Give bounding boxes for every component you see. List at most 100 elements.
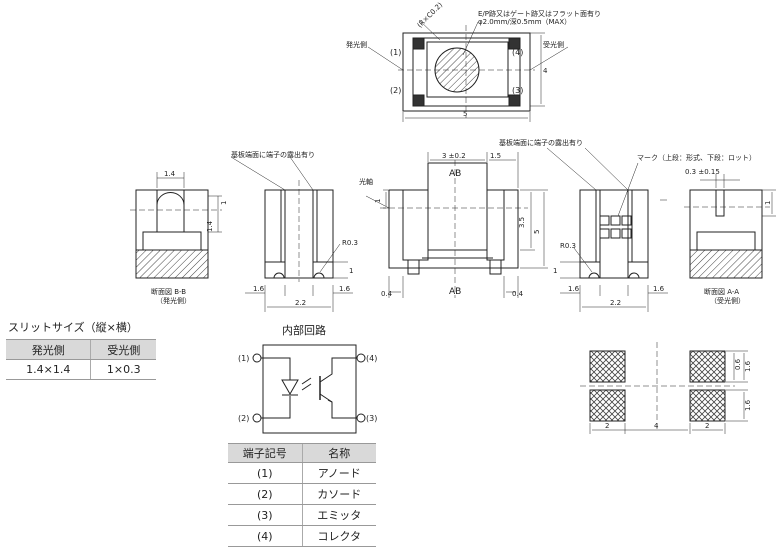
front-dim-1: 1 [374,199,382,203]
slit-header-emitter: 発光側 [6,339,91,360]
back-dim-right: 1.6 [653,285,665,293]
back-dim-1: 1 [553,267,557,275]
circuit-pin-4: (4) [366,354,377,363]
table-row: (1) アノード [228,462,376,484]
front-dim-top: 3 ±0.2 [442,152,466,160]
fp-dim-06: 0.6 [734,358,742,370]
pad-2 [412,94,425,107]
land-1 [589,350,626,383]
section-bb-base [135,249,209,279]
back-view [546,147,668,312]
terminal-symbol: (4) [228,525,302,547]
back-dim-left: 1.6 [568,285,580,293]
terminal-header-name: 名称 [301,443,376,463]
terminal-name: エミッタ [301,504,376,526]
side-dim-bottom: 2.2 [295,299,306,307]
side-dim-left: 1.6 [253,285,265,293]
back-outline [579,189,649,279]
slit-table: 発光側 受光側 1.4×1.4 1×0.3 [6,339,156,380]
section-bb-cavity [142,231,202,250]
section-bb [130,172,222,279]
circuit-title: 内部回路 [282,324,326,337]
circuit-pin-1: (1) [238,354,249,363]
terminal-name: カソード [301,483,376,505]
table-row: (3) エミッタ [228,504,376,526]
fp-dim-16b: 1.6 [744,399,752,411]
section-bb-lens [156,192,185,206]
section-aa-dim-top: 0.3 ±0.15 [685,168,720,176]
slit-header-receiver: 受光側 [90,339,156,360]
front-dim-04-left: 0.4 [381,290,393,298]
ejector-note-line2: φ2.0mm/深0.5mm（MAX） [478,17,571,26]
ejector-note-line1: E/P跡又はゲート跡又はフラット面有り [478,9,601,18]
terminal-table: 端子記号 名称 (1) アノード (2) カソード (3) エミッタ (4) コ… [228,443,376,547]
circuit-box [262,344,357,434]
footprint [580,342,748,434]
section-bb-caption: 断面図 B-B [151,287,186,296]
land-2 [589,389,626,422]
section-aa-sub: （受光側） [710,296,745,305]
top-pin-3: (3) [512,86,523,95]
front-marker-ab-top: AB [449,169,461,179]
terminal-name: コレクタ [301,525,376,547]
front-dim-04-right: 0.4 [512,290,524,298]
led-symbol [281,379,299,396]
slit-value-emitter: 1.4×1.4 [6,359,91,380]
side-note: 基板端面に端子の露出有り [231,150,315,159]
top-inner [412,37,521,107]
pad-4 [508,37,521,50]
top-outline [402,32,531,112]
section-bb-dim-right: 1 [220,201,228,205]
side-dim-right: 1.6 [339,285,351,293]
land-4 [689,350,726,383]
top-view [367,19,569,122]
fp-dim-2b: 2 [705,422,709,430]
back-mark: マーク（上段：形式、下段：ロット） [637,153,756,162]
chamfer-label: (R×C0.2) [416,1,445,30]
top-dim-height: 4 [543,67,548,75]
back-radius: R0.3 [560,242,576,250]
section-bb-slit [156,189,185,233]
front-dim-35: 3.5 [518,217,526,228]
slit-value-receiver: 1×0.3 [90,359,156,380]
top-pin-1: (1) [390,48,401,57]
top-pin-2: (2) [390,86,401,95]
circuit-pin-2: (2) [238,414,249,423]
fp-dim-16a: 1.6 [744,360,752,372]
slit-title: スリットサイズ（縦×横） [8,321,138,334]
receiver-side-label: 受光側 [543,40,564,49]
emitter-side-label: 発光側 [346,40,367,49]
land-3 [689,389,726,422]
section-bb-dim-top: 1.4 [164,170,176,178]
side-view [230,156,353,312]
circuit-pin-3: (3) [366,414,377,423]
fp-dim-2a: 2 [605,422,609,430]
section-aa-caption: 断面図 A-A [704,287,739,296]
top-dim-width: 5 [463,110,467,118]
section-aa [684,174,776,279]
pad-1 [412,37,425,50]
pad-3 [508,94,521,107]
fp-dim-4: 4 [654,422,659,430]
top-pin-4: (4) [512,48,523,57]
terminal-symbol: (2) [228,483,302,505]
back-note: 基板端面に端子の露出有り [499,138,583,147]
top-cavity [426,41,509,98]
side-radius: R0.3 [342,239,358,247]
front-marker-ab-bottom: AB [449,287,461,297]
front-dim-5: 5 [533,230,541,234]
front-view [365,152,548,298]
side-dim-1: 1 [349,267,353,275]
terminal-header-symbol: 端子記号 [228,443,302,463]
side-pad-left [264,261,286,279]
section-bb-dim-side: 1.4 [206,220,214,232]
table-row: (4) コレクタ [228,525,376,547]
section-bb-sub: （発光側） [156,296,191,305]
terminal-symbol: (1) [228,462,302,484]
back-dim-bottom: 2.2 [610,299,621,307]
front-axis-label: 光軸 [359,177,373,186]
front-dim-right-top: 1.5 [490,152,501,160]
table-row: (2) カソード [228,483,376,505]
section-aa-dim-1: 1 [764,201,772,205]
